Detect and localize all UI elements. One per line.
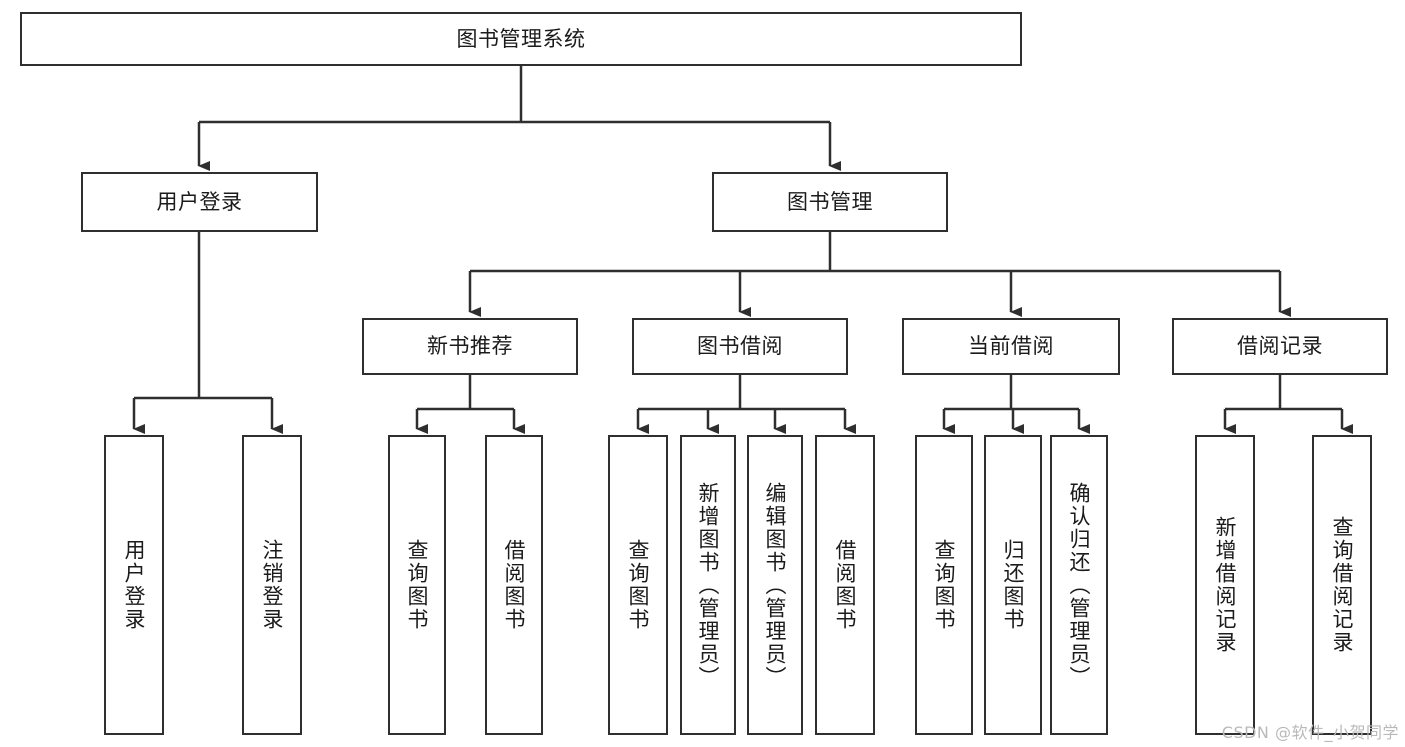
node-label: 新书推荐 [427, 334, 513, 359]
node-label: 编辑图书（管理员） [763, 481, 788, 689]
leaf-node-borrow-book-borrowing[interactable]: 借阅图书 [815, 435, 875, 735]
node-label: 归还图书 [1001, 539, 1026, 631]
node-label: 借阅记录 [1237, 334, 1323, 359]
node-label: 借阅图书 [502, 539, 527, 631]
leaf-node-query-borrow-record[interactable]: 查询借阅记录 [1312, 435, 1372, 735]
leaf-node-confirm-return-admin[interactable]: 确认归还（管理员） [1050, 435, 1108, 735]
leaf-node-logout[interactable]: 注销登录 [242, 435, 302, 735]
leaf-node-query-book-recommend[interactable]: 查询图书 [388, 435, 446, 735]
node-label: 新增图书（管理员） [696, 481, 721, 689]
node-label: 新增借阅记录 [1213, 516, 1238, 654]
leaf-node-borrow-book-recommend[interactable]: 借阅图书 [485, 435, 543, 735]
node-label: 借阅图书 [833, 539, 858, 631]
node-label: 查询图书 [405, 539, 430, 631]
leaf-node-user-login[interactable]: 用户登录 [104, 435, 164, 735]
leaf-node-query-book-borrowing[interactable]: 查询图书 [608, 435, 668, 735]
node-label: 图书管理 [787, 189, 873, 214]
node-user-login[interactable]: 用户登录 [81, 172, 318, 232]
node-label: 用户登录 [156, 189, 243, 214]
leaf-node-add-book-admin[interactable]: 新增图书（管理员） [680, 435, 736, 735]
node-label: 图书管理系统 [456, 26, 586, 51]
leaf-node-return-book[interactable]: 归还图书 [984, 435, 1042, 735]
leaf-node-query-book-current[interactable]: 查询图书 [915, 435, 973, 735]
node-label: 图书借阅 [697, 334, 783, 359]
node-label: 用户登录 [122, 539, 147, 631]
node-borrowing-record[interactable]: 借阅记录 [1172, 318, 1388, 375]
node-root-book-management-system[interactable]: 图书管理系统 [20, 12, 1022, 66]
node-book-borrowing[interactable]: 图书借阅 [632, 318, 848, 375]
node-new-book-recommendation[interactable]: 新书推荐 [362, 318, 578, 375]
node-book-management[interactable]: 图书管理 [712, 172, 948, 232]
leaf-node-add-borrow-record[interactable]: 新增借阅记录 [1195, 435, 1255, 735]
leaf-node-edit-book-admin[interactable]: 编辑图书（管理员） [747, 435, 803, 735]
node-label: 查询图书 [932, 539, 957, 631]
node-label: 当前借阅 [968, 334, 1054, 359]
node-label: 注销登录 [260, 539, 285, 631]
node-label: 确认归还（管理员） [1067, 481, 1092, 689]
node-label: 查询图书 [626, 539, 651, 631]
node-label: 查询借阅记录 [1330, 516, 1355, 654]
csdn-watermark: CSDN @软件_小贺同学 [1221, 723, 1399, 742]
node-current-borrowing[interactable]: 当前借阅 [902, 318, 1120, 375]
